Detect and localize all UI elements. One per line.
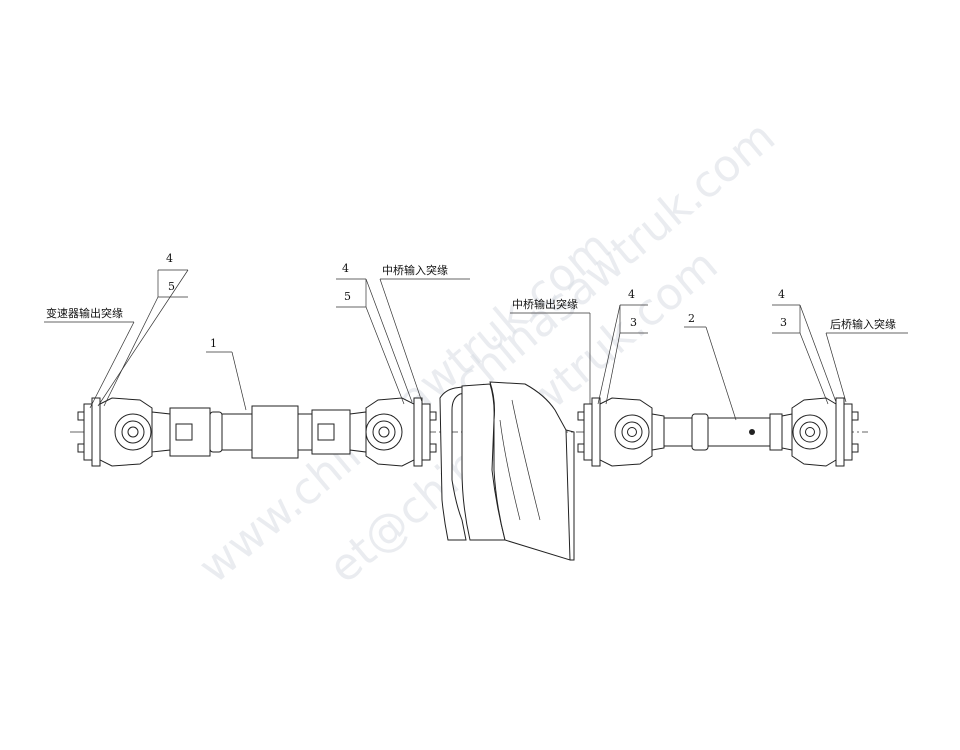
callout-shaft-2: 2 xyxy=(684,312,737,421)
callout-4-bottom: 3 xyxy=(780,316,787,329)
label-rear-axle-input-flange: 后桥输入突缘 xyxy=(830,317,896,331)
middle-axle-housing xyxy=(439,381,575,561)
callout-shaft-1: 1 xyxy=(206,337,247,411)
label-middle-axle-output-flange: 中桥输出突缘 xyxy=(512,297,578,311)
callout-1-bottom: 5 xyxy=(168,280,175,293)
label-middle-axle-input-flange: 中桥输入突缘 xyxy=(382,263,448,277)
callout-shaft-2-number: 2 xyxy=(688,312,695,325)
label-middle-axle-output: 中桥输出突缘 xyxy=(510,297,591,404)
front-driveshaft xyxy=(77,397,437,467)
rear-driveshaft xyxy=(577,397,859,467)
label-gearbox-output-flange: 变速器输出突缘 xyxy=(46,306,123,320)
callout-2-top: 4 xyxy=(342,262,349,275)
callout-3-top: 4 xyxy=(628,288,635,301)
callout-group-4: 4 3 xyxy=(772,288,837,405)
callout-group-3: 4 3 xyxy=(597,288,648,405)
callout-2-bottom: 5 xyxy=(344,290,351,303)
callout-4-top: 4 xyxy=(778,288,785,301)
callout-1-top: 4 xyxy=(166,252,173,265)
label-gearbox-output: 变速器输出突缘 xyxy=(44,306,135,409)
callout-group-1: 4 5 xyxy=(97,252,189,407)
label-rear-axle-input: 后桥输入突缘 xyxy=(825,317,908,403)
callout-group-2: 4 5 xyxy=(336,262,413,405)
callout-3-bottom: 3 xyxy=(630,316,637,329)
callout-shaft-1-number: 1 xyxy=(210,337,217,350)
label-middle-axle-input: 中桥输入突缘 xyxy=(379,263,470,403)
